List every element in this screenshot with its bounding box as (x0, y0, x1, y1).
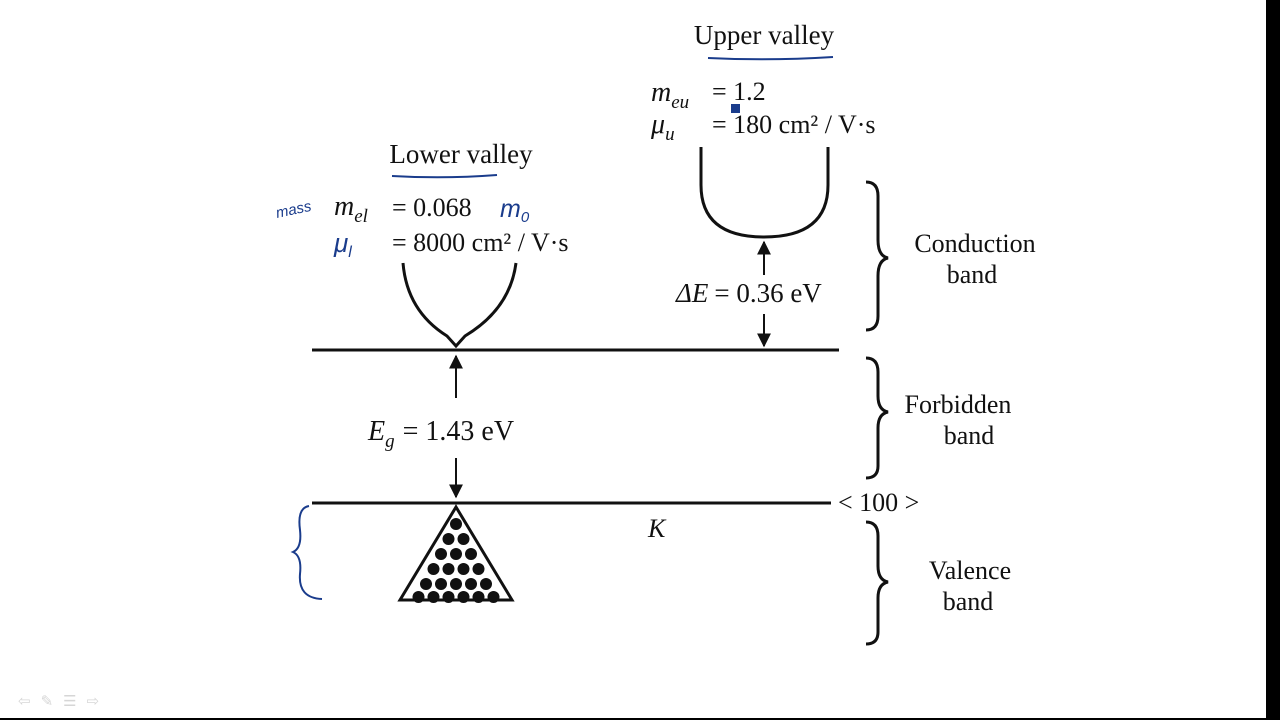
upper-mass-subscript: eu (671, 92, 689, 113)
gap-symbol: E (367, 416, 385, 447)
svg-text:mel: mel (334, 191, 368, 227)
hole-dot (457, 591, 470, 603)
hole-dot (450, 518, 462, 530)
upper-mobility-subscript: u (665, 124, 675, 145)
gap-subscript: g (385, 431, 395, 452)
forbidden-brace (865, 356, 889, 480)
hole-dot (465, 578, 477, 590)
hole-dot (465, 548, 477, 560)
upper-mass-value: = 1.2 (712, 77, 766, 106)
cursor-square (731, 104, 740, 113)
handwritten-m0: m (500, 195, 521, 223)
upper-valley-underline (707, 56, 834, 61)
delta-e-value: = 0.36 eV (714, 278, 822, 308)
svg-text:Eg= 1.43 eV: Eg = 1.43 eV (367, 416, 514, 452)
hole-dot (472, 563, 485, 575)
svg-text:ΔE= 0.36 eV: ΔE= 0.36 eV (675, 278, 822, 308)
lower-valley-curve (401, 262, 518, 349)
hole-dot (435, 548, 447, 560)
hole-dot (435, 578, 447, 590)
hole-dot (427, 563, 440, 575)
handwritten-mu-subscript: l (348, 244, 352, 261)
forbidden-band-label-line2: band (944, 421, 995, 450)
hole-dot (480, 578, 492, 590)
hole-dot (412, 591, 425, 603)
valence-holes (412, 518, 500, 603)
lower-valley-title: Lower valley (389, 139, 533, 169)
hole-dot (450, 578, 462, 590)
svg-text:meu: meu (651, 77, 689, 113)
k-label: K (647, 514, 667, 543)
hole-dot (427, 591, 440, 603)
lower-mobility-symbol: μ (333, 228, 348, 258)
arrow-left-icon[interactable]: ⇦ (18, 692, 31, 710)
upper-mobility-symbol: μ (650, 109, 665, 140)
hole-dot (442, 563, 455, 575)
hole-dot (457, 563, 470, 575)
conduction-band-label: Conduction (914, 229, 1035, 258)
hole-dot (442, 591, 455, 603)
svg-text:μu: μu (650, 109, 675, 145)
valence-band-label-line2: band (943, 587, 994, 616)
handwritten-brace (290, 505, 323, 600)
svg-text:μl: μl (333, 228, 352, 261)
conduction-brace (865, 180, 889, 332)
forbidden-band-label: Forbidden (905, 390, 1012, 419)
delta-e-symbol: ΔE (675, 278, 709, 308)
direction-label: < 100 > (838, 488, 919, 517)
upper-valley-title: Upper valley (694, 20, 835, 50)
arrow-right-icon[interactable]: ⇨ (86, 692, 100, 710)
hole-dot (450, 548, 462, 560)
handwritten-mass-word: mass (274, 198, 313, 222)
lower-mass-subscript: el (354, 206, 368, 227)
upper-mass-symbol: m (651, 77, 671, 108)
lower-mass-symbol: m (334, 191, 354, 222)
lower-mobility-value: = 8000 cm² / V·s (392, 228, 569, 257)
menu-icon[interactable]: ☰ (63, 692, 77, 710)
svg-text:m0: m0 (500, 195, 530, 226)
upper-valley-curve (699, 147, 830, 239)
hole-dot (487, 591, 500, 603)
gap-value: = 1.43 eV (403, 416, 514, 447)
upper-mobility-value: = 180 cm² / V·s (712, 110, 876, 139)
valence-brace (865, 520, 889, 646)
conduction-band-label-line2: band (947, 260, 998, 289)
hole-dot (442, 533, 455, 545)
hole-dot (420, 578, 432, 590)
hole-dot (472, 591, 485, 603)
pen-icon[interactable]: ✎ (40, 692, 54, 710)
valence-band-label: Valence (929, 556, 1011, 585)
lower-mass-value: = 0.068 (392, 193, 472, 222)
lower-valley-underline (391, 174, 498, 179)
slide-nav: ⇦ ✎ ☰ ⇨ (18, 692, 99, 710)
valence-triangle (397, 504, 515, 602)
handwritten-m0-subscript: 0 (521, 209, 530, 226)
hole-dot (457, 533, 470, 545)
